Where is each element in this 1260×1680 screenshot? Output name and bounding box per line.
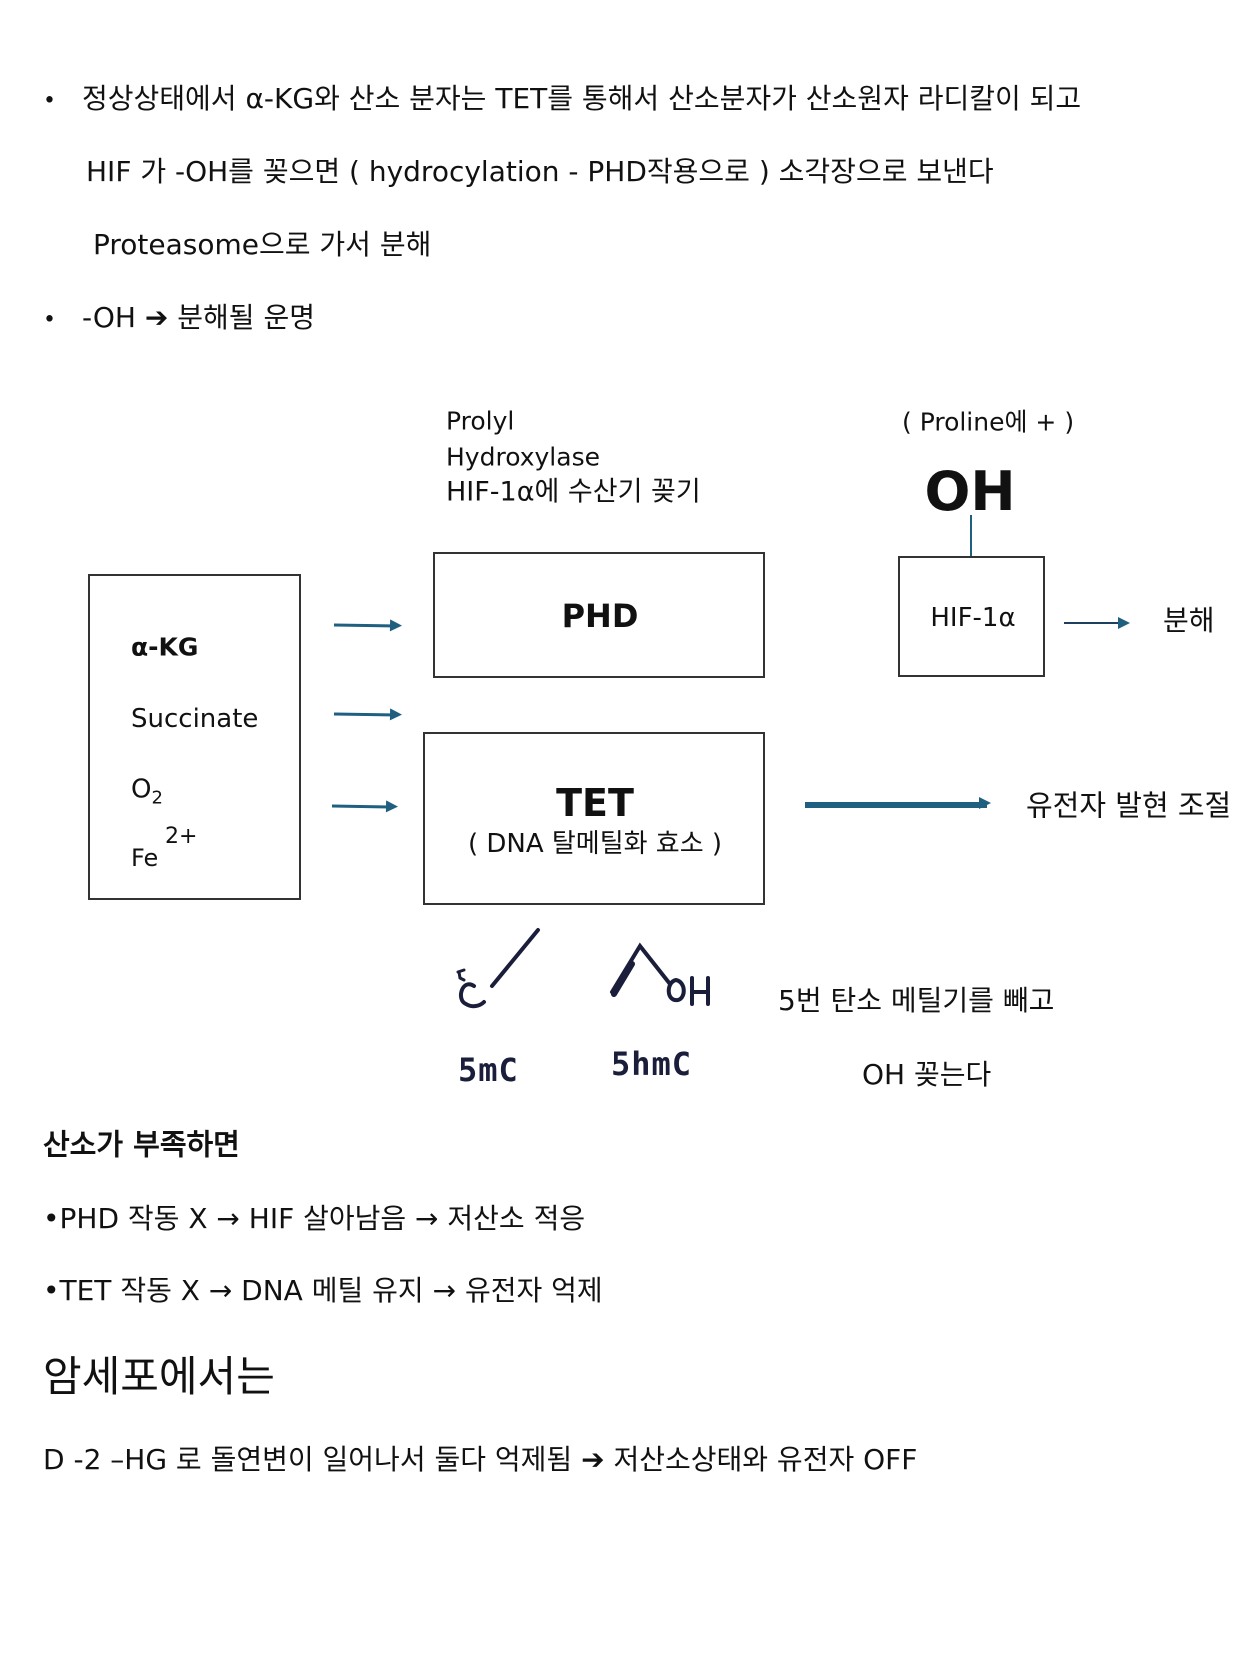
fate-text: 분해될 운명 (177, 301, 315, 334)
fe-label: Fe (131, 844, 159, 872)
explain-line-2: OH 꽂는다 (862, 1058, 992, 1091)
proline-note: ( Proline에 + ) (902, 407, 1075, 437)
explain-line-1: 5번 탄소 메틸기를 빼고 (778, 984, 1055, 1017)
hif-label: HIF-1α (930, 603, 1016, 633)
phd-label: PHD (561, 597, 639, 635)
phd-box: PHD (433, 552, 765, 678)
hypoxia-heading: 산소가 부족하면 (43, 1127, 240, 1162)
arrow-icon: ➔ (581, 1443, 605, 1476)
hif-box: HIF-1α (898, 556, 1045, 677)
oh-label: OH (924, 460, 1016, 523)
akg-label: α-KG (131, 632, 199, 662)
label-5hmc: 5hmC (611, 1045, 693, 1083)
gene-regulation-label: 유전자 발현 조절 (1026, 788, 1232, 823)
phd-caption-1: Prolyl (446, 406, 515, 436)
label-5mc: 5mC (458, 1051, 519, 1089)
arrow-to-gene (805, 797, 991, 809)
note-line-2: HIF 가 -OH를 꽂으면 ( hydrocylation - PHD작용으로… (86, 155, 994, 188)
hypoxia-item-2: •TET 작동 X → DNA 메틸 유지 → 유전자 억제 (43, 1274, 603, 1307)
hypoxia-item-1: •PHD 작동 X → HIF 살아남음 → 저산소 적응 (43, 1202, 586, 1235)
cancer-result: 저산소상태와 유전자 OFF (613, 1443, 918, 1476)
bond-line (970, 515, 972, 557)
methyl-bond (490, 928, 540, 988)
handwritten-structures (456, 928, 710, 1009)
substrates-box: α-KG Succinate O2 Fe 2+ (88, 574, 301, 900)
note-line-3: Proteasome으로 가서 분해 (93, 228, 432, 261)
o2-label: O2 (131, 774, 163, 809)
phd-caption-3: HIF-1α에 수산기 꽂기 (446, 476, 701, 508)
succinate-label: Succinate (131, 704, 259, 734)
phd-caption-2: Hydroxylase (446, 442, 600, 472)
tet-subtitle: ( DNA 탈메틸화 효소 ) (467, 829, 723, 859)
note-line-4: -OH ➔ 분해될 운명 (82, 304, 315, 332)
arrow-3 (331, 804, 395, 809)
arrow-icon: ➔ (144, 301, 169, 334)
tet-box: TET ( DNA 탈메틸화 효소 ) (423, 732, 765, 905)
fe-charge: 2+ (165, 824, 198, 849)
oh-text: -OH (82, 301, 136, 334)
cancer-heading: 암세포에서는 (43, 1352, 275, 1401)
arrow-to-degradation (1064, 617, 1130, 629)
degradation-label: 분해 (1163, 604, 1215, 637)
arrow-1 (333, 623, 399, 628)
tet-label: TET (556, 781, 634, 825)
note-line-1: 정상상태에서 α-KG와 산소 분자는 TET를 통해서 산소분자가 산소원자 … (82, 82, 1082, 115)
arrow-2 (333, 712, 399, 717)
bullet: • (43, 307, 56, 333)
c-letter (458, 982, 486, 1009)
cancer-line: D -2 –HG 로 돌연변이 일어나서 둘다 억제됨 ➔ 저산소상태와 유전자… (43, 1446, 917, 1474)
bullet: • (43, 88, 56, 114)
cancer-cause: D -2 –HG 로 돌연변이 일어나서 둘다 억제됨 (43, 1443, 573, 1476)
